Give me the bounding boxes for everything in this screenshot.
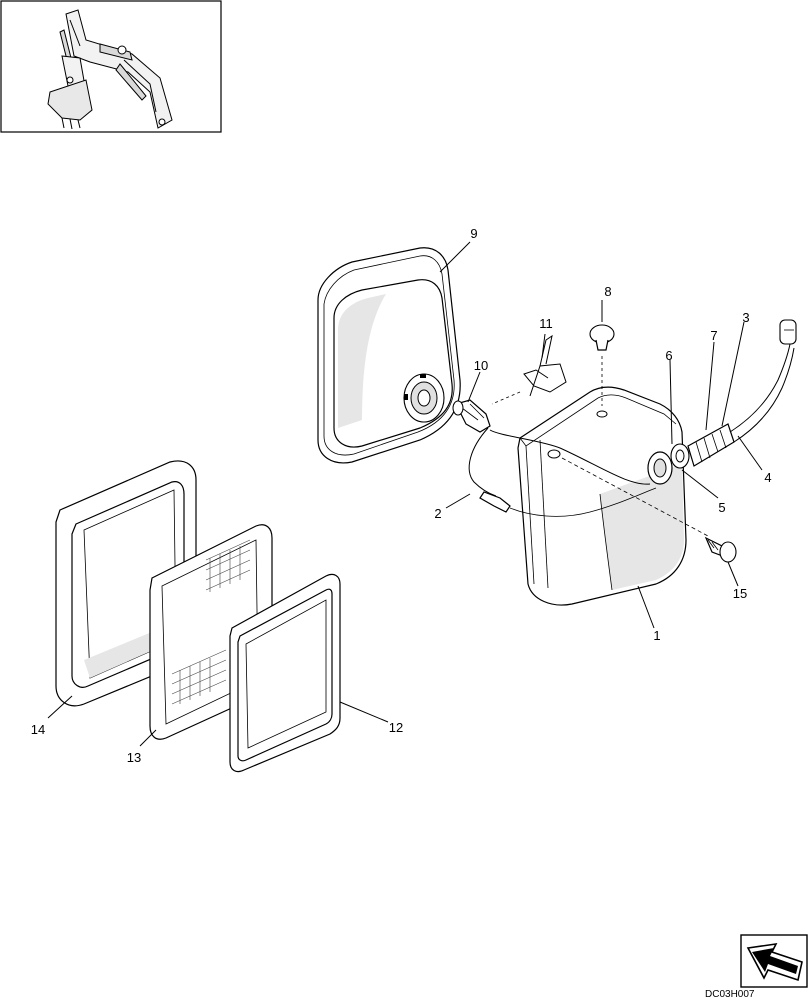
callout-9: 9 <box>470 226 477 241</box>
callout-11: 11 <box>539 316 553 331</box>
locator-inset <box>0 0 222 133</box>
callout-14: 14 <box>31 722 45 737</box>
callout-2: 2 <box>434 506 441 521</box>
part-bulb-socket <box>452 399 491 433</box>
part-rivet <box>589 324 615 406</box>
callout-12: 12 <box>389 720 403 735</box>
callout-labels: 9 8 11 10 6 7 3 4 5 2 15 1 14 13 12 <box>31 226 772 765</box>
callout-3: 3 <box>742 310 749 325</box>
document-code: DC03H007 <box>705 989 755 1000</box>
callout-7: 7 <box>710 328 717 343</box>
excavator-arm-icon <box>47 9 173 130</box>
part-lamp-cover <box>317 247 461 464</box>
lens-grid-pattern <box>171 539 251 705</box>
callout-6: 6 <box>665 348 672 363</box>
callout-15: 15 <box>733 586 747 601</box>
part-wire-harness <box>468 427 657 517</box>
next-page-arrow-icon[interactable] <box>740 934 808 988</box>
callout-4: 4 <box>764 470 771 485</box>
callout-1: 1 <box>653 628 660 643</box>
part-screw <box>561 457 737 563</box>
part-lamp-housing <box>517 386 687 606</box>
part-cable-boot <box>687 319 797 467</box>
callout-10: 10 <box>474 358 488 373</box>
callout-13: 13 <box>127 750 141 765</box>
part-grommet-washer <box>647 443 690 485</box>
callout-5: 5 <box>718 500 725 515</box>
part-gasket <box>229 573 341 773</box>
callout-8: 8 <box>604 284 611 299</box>
leader-lines <box>47 241 763 747</box>
part-spring-clip <box>491 334 567 405</box>
